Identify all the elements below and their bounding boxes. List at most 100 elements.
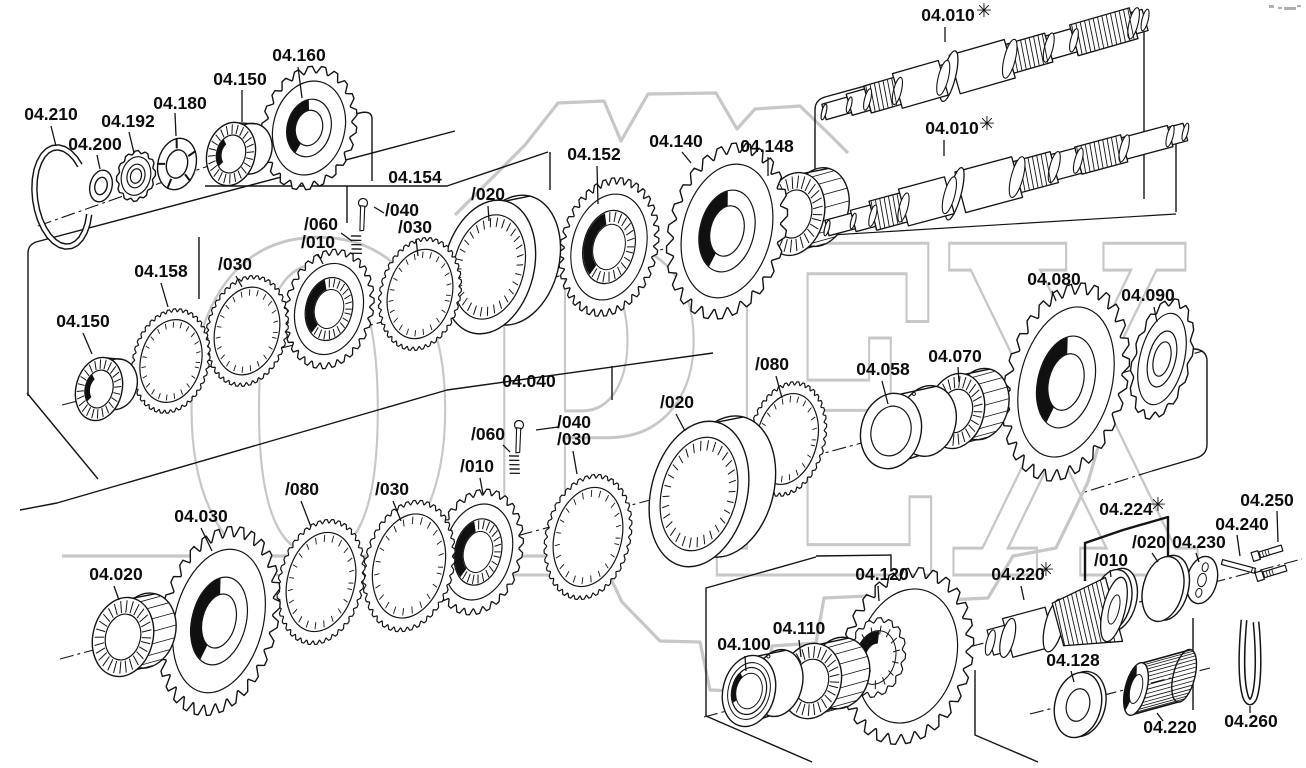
leader-240 xyxy=(1236,534,1241,557)
leader-r2040 xyxy=(535,426,559,431)
leader-180 xyxy=(174,112,177,137)
part-label-r2030b: /030 xyxy=(557,429,591,449)
part-label-r1060: /060 xyxy=(304,214,338,234)
leader-s020 xyxy=(1151,552,1159,563)
leader-r2080b xyxy=(775,375,783,399)
part-label-240: 04.240 xyxy=(1215,514,1269,534)
part-label-r2030a: /030 xyxy=(375,479,409,499)
leader-210 xyxy=(50,125,57,147)
part-r1040 xyxy=(357,197,369,232)
part-r1020 xyxy=(441,194,562,335)
part-210 xyxy=(31,144,93,250)
part-s020 xyxy=(1141,554,1191,623)
part-260 xyxy=(1238,619,1262,706)
part-r1030a xyxy=(205,275,289,387)
leader-152 xyxy=(596,165,599,205)
leader-158 xyxy=(160,282,169,308)
part-label-010b: 04.010 xyxy=(925,118,979,138)
leader-r2020 xyxy=(675,413,686,432)
part-label-s010: /010 xyxy=(1094,550,1128,570)
leader-058 xyxy=(881,380,889,405)
part-label-250: 04.250 xyxy=(1240,490,1294,510)
part-label-128: 04.128 xyxy=(1046,650,1100,670)
part-label-220b: 04.220 xyxy=(1143,717,1197,737)
star-mark-224: ✳ xyxy=(1150,494,1166,516)
part-label-030: 04.030 xyxy=(174,506,228,526)
part-label-r1040: /040 xyxy=(385,200,419,220)
parts-layer xyxy=(31,7,1288,746)
part-140 xyxy=(665,142,789,320)
part-label-160: 04.160 xyxy=(272,45,326,65)
part-r2020 xyxy=(648,415,777,568)
part-label-110: 04.110 xyxy=(773,618,826,638)
part-label-150b: 04.150 xyxy=(56,311,110,331)
leader-r2030b xyxy=(572,450,578,475)
leader-r1010 xyxy=(317,253,324,265)
leader-030 xyxy=(200,527,213,552)
part-148 xyxy=(762,167,850,257)
leader-r2080a xyxy=(300,500,312,528)
part-label-158: 04.158 xyxy=(134,261,188,281)
leader-080 xyxy=(1051,290,1057,302)
part-192 xyxy=(115,149,157,203)
leader-020 xyxy=(113,585,120,601)
part-label-210: 04.210 xyxy=(24,104,78,124)
leader-220b xyxy=(1156,712,1164,722)
leader-090 xyxy=(1153,306,1158,323)
part-010a xyxy=(820,7,1150,121)
part-label-120: 04.120 xyxy=(855,564,909,584)
part-020 xyxy=(91,592,177,678)
part-label-020: 04.020 xyxy=(89,564,143,584)
leader-r2060 xyxy=(502,444,511,453)
part-label-230: 04.230 xyxy=(1172,532,1226,552)
part-label-260: 04.260 xyxy=(1224,711,1278,731)
part-label-r1010: /010 xyxy=(301,232,335,252)
part-150b xyxy=(74,356,139,422)
part-label-r2080a: /080 xyxy=(285,479,319,499)
labels-layer: 04.16004.15004.18004.19204.20004.21004.1… xyxy=(24,0,1294,737)
leader-070 xyxy=(957,366,960,383)
leader-s010 xyxy=(1109,569,1112,578)
part-r2080a xyxy=(276,518,366,646)
leader-220a xyxy=(1020,585,1025,601)
leader-r1040 xyxy=(373,206,385,214)
leader-r1030a xyxy=(235,275,243,288)
leader-r1020 xyxy=(487,205,490,222)
part-label-r2080b: /080 xyxy=(755,354,789,374)
part-r1010 xyxy=(283,248,375,370)
part-058 xyxy=(859,384,957,470)
part-label-154: 04.154 xyxy=(388,167,442,187)
part-100 xyxy=(721,648,804,728)
part-label-224: 04.224 xyxy=(1099,499,1153,519)
part-label-r1020: /020 xyxy=(471,184,505,204)
part-label-148: 04.148 xyxy=(740,136,794,156)
star-mark-220a: ✳ xyxy=(1038,559,1054,581)
part-220b xyxy=(1122,648,1198,717)
part-label-100: 04.100 xyxy=(717,634,771,654)
part-label-r2040: /040 xyxy=(557,412,591,432)
leader-r2030a xyxy=(392,500,402,522)
leader-230 xyxy=(1195,552,1200,563)
watermark-gear-outline xyxy=(62,91,1108,694)
part-010b xyxy=(823,122,1190,237)
part-128 xyxy=(1053,670,1107,739)
part-label-140: 04.140 xyxy=(649,131,703,151)
part-label-180: 04.180 xyxy=(153,93,207,113)
part-label-152: 04.152 xyxy=(567,144,621,164)
part-label-058: 04.058 xyxy=(856,359,910,379)
leader-150b xyxy=(82,332,93,355)
part-label-r2020: /020 xyxy=(660,392,694,412)
part-label-r1030a: /030 xyxy=(218,254,252,274)
part-label-s020: /020 xyxy=(1132,532,1166,552)
part-090 xyxy=(1129,298,1195,420)
leader-110 xyxy=(798,639,802,658)
leader-r1060 xyxy=(340,232,353,242)
part-152 xyxy=(558,177,660,317)
part-200 xyxy=(88,169,114,203)
part-r2030a xyxy=(362,499,456,633)
leader-160 xyxy=(297,66,303,99)
part-180 xyxy=(156,137,198,191)
part-150a xyxy=(205,121,273,187)
